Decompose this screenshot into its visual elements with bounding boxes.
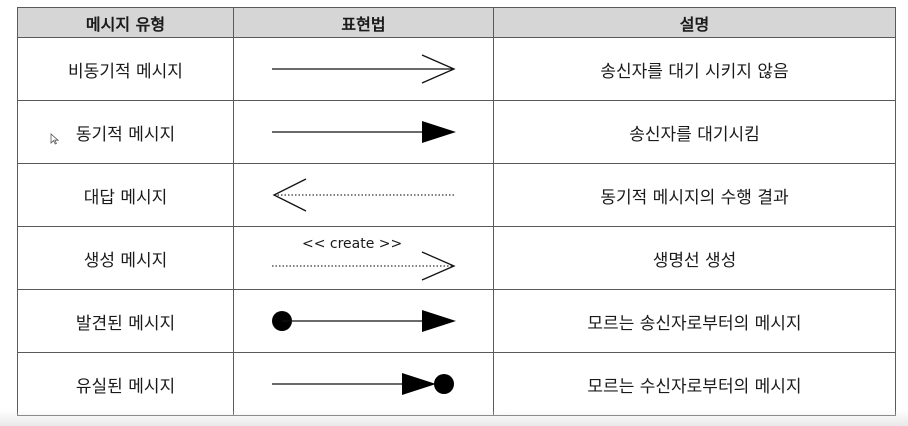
message-type-cell: 비동기적 메시지 [17, 37, 234, 101]
message-type-cell: 생성 메시지 [17, 226, 234, 290]
notation-cell [233, 100, 494, 164]
found-message-arrow-icon [271, 310, 456, 332]
notation-cell [233, 352, 494, 416]
description-cell: 동기적 메시지의 수행 결과 [493, 163, 896, 227]
table-row: 대답 메시지 동기적 메시지의 수행 결과 [17, 163, 896, 227]
message-type-cell: 유실된 메시지 [17, 352, 234, 416]
notation-cell [233, 289, 494, 353]
reply-dotted-arrow-icon [272, 178, 456, 212]
table-row: 발견된 메시지 모르는 송신자로부터의 메시지 [17, 289, 896, 353]
create-dotted-arrow-icon: << create >> [271, 236, 456, 281]
description-cell: 모르는 수신자로부터의 메시지 [493, 352, 896, 416]
description-cell: 송신자를 대기시킴 [493, 100, 896, 164]
description-cell: 송신자를 대기 시키지 않음 [493, 37, 896, 101]
notation-cell [233, 37, 494, 101]
lost-message-arrow-icon [271, 373, 454, 395]
table-row: 유실된 메시지 모르는 수신자로부터의 메시지 [17, 352, 896, 416]
table-row: 비동기적 메시지 송신자를 대기 시키지 않음 [17, 37, 896, 101]
table-header-row: 메시지 유형 표현법 설명 [17, 7, 896, 38]
header-description: 설명 [493, 7, 896, 38]
message-types-table: 메시지 유형 표현법 설명 비동기적 메시지 송신자를 대기 시키지 않음 동기… [17, 7, 896, 416]
message-type-cell: 발견된 메시지 [17, 289, 234, 353]
sync-filled-arrow-icon [271, 121, 456, 143]
description-cell: 모르는 송신자로부터의 메시지 [493, 289, 896, 353]
bottom-shadow [0, 410, 908, 426]
table-row: 동기적 메시지 송신자를 대기시킴 [17, 100, 896, 164]
message-type-cell: 동기적 메시지 [17, 100, 234, 164]
description-cell: 생명선 생성 [493, 226, 896, 290]
notation-cell [233, 163, 494, 227]
table-row: 생성 메시지 << create >> 생명선 생성 [17, 226, 896, 290]
message-type-cell: 대답 메시지 [17, 163, 234, 227]
header-message-type: 메시지 유형 [17, 7, 234, 38]
create-stereotype-label: << create >> [302, 236, 402, 252]
notation-cell: << create >> [233, 226, 494, 290]
async-open-arrow-icon [271, 54, 456, 84]
header-notation: 표현법 [233, 7, 494, 38]
mouse-pointer-icon [50, 133, 59, 145]
